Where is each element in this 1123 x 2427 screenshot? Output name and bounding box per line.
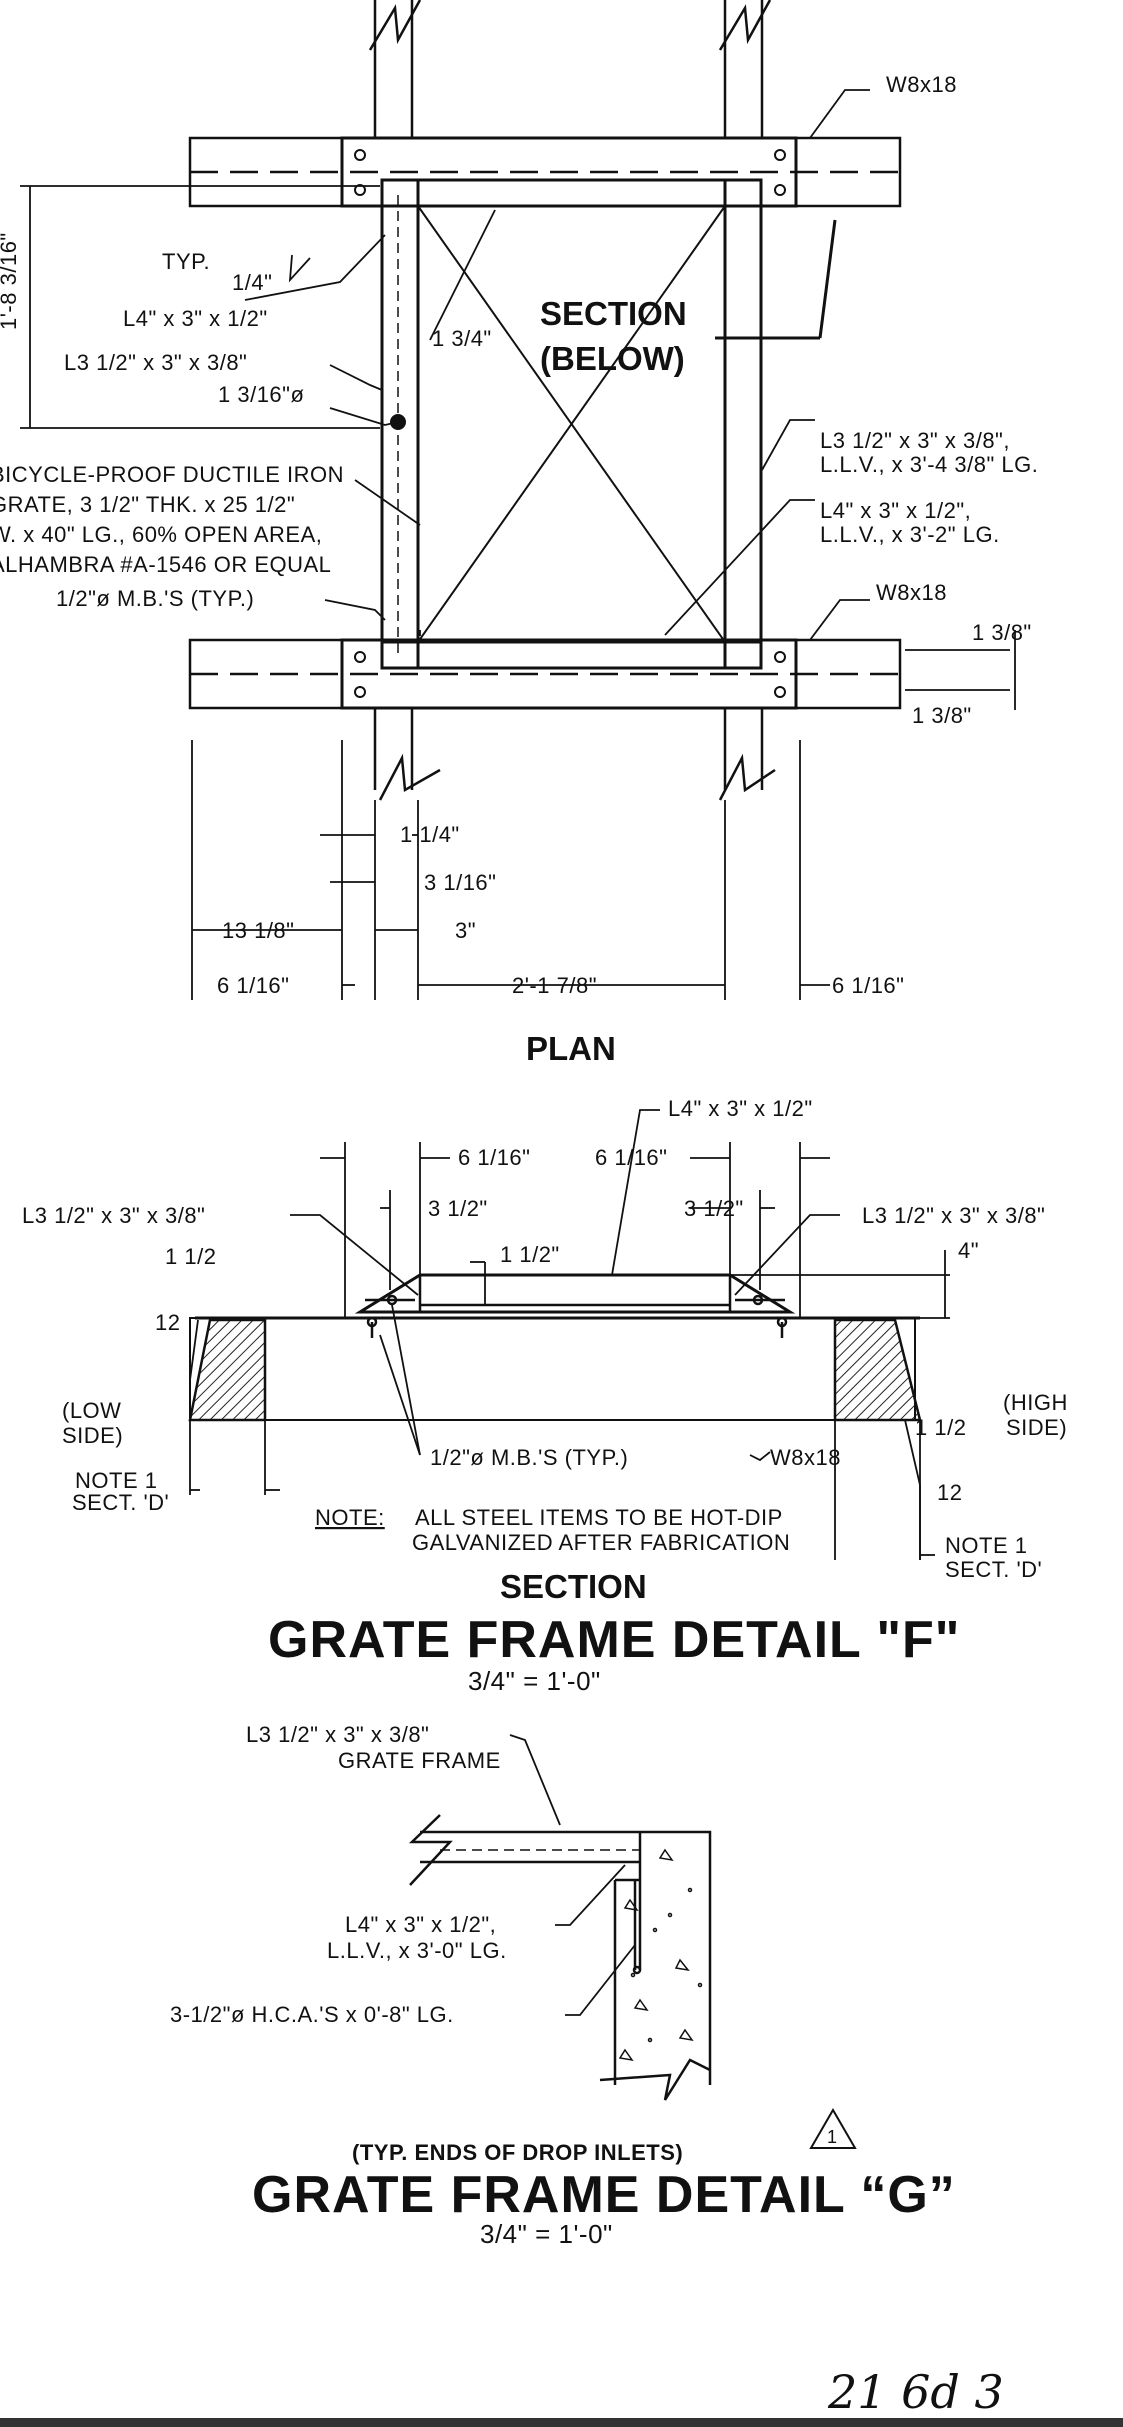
section-beam [195,1316,920,1421]
detail-g-wall [599,1830,712,2101]
dim-3-1-16-label: 3 1/16" [424,870,496,895]
hole-label: 1 3/16"ø [218,382,304,407]
sheet-border [0,2418,1123,2427]
note-label: NOTE: [315,1505,385,1530]
plan-title: PLAN [526,1030,616,1067]
high-side-line2: SIDE) [1006,1415,1067,1440]
detail-g-title: GRATE FRAME DETAIL “G” [252,2166,956,2224]
section-view [188,1109,950,1560]
section-dim-6-1-16-b: 6 1/16" [595,1145,667,1170]
section-bolts-label: 1/2"ø M.B.'S (TYP.) [430,1445,628,1470]
note1-right-line2: SECT. 'D' [945,1557,1042,1582]
slope-left-rise: 1 1/2 [165,1244,216,1269]
section-dim-6-1-16-a: 6 1/16" [458,1145,530,1170]
vertical-members [368,0,776,801]
grate-note-line4: ALHAMBRA #A-1546 OR EQUAL [0,552,331,577]
section-angle-left-label: L3 1/2" x 3" x 3/8" [22,1203,205,1228]
detail-g-typ-note: (TYP. ENDS OF DROP INLETS) [352,2140,683,2165]
side-angle-2-line1: L4" x 3" x 1/2", [820,498,971,523]
revision-triangle [809,2108,857,2149]
section-angle-top-label: L4" x 3" x 1/2" [668,1096,813,1121]
dim-1-3-8-b-label: 1 3/8" [912,703,972,728]
plan-leaders [244,89,870,641]
section-marker-line1: SECTION [540,295,687,332]
dim-1-3-4-label: 1 3/4" [432,326,492,351]
section-dimensions [189,1142,950,1560]
dim-13-1-8-label: 13 1/8" [222,918,294,943]
detail-f-title: GRATE FRAME DETAIL "F" [268,1611,960,1669]
plan-dimensions [20,185,1016,1000]
detail-g-frame-line1: L3 1/2" x 3" x 3/8" [246,1722,429,1747]
height-dim-label: 1'-8 3/16" [0,232,21,330]
typ-label: TYP. [162,249,210,274]
detail-g-frame-line2: GRATE FRAME [338,1748,501,1773]
note1-left-line1: NOTE 1 [75,1468,157,1493]
dim-6-1-16-left-label: 6 1/16" [217,973,289,998]
concrete-walls [188,1317,922,1422]
low-side-line2: SIDE) [62,1423,123,1448]
grate-note-line1: BICYCLE-PROOF DUCTILE IRON [0,462,344,487]
weld-label: 1/4" [232,270,272,295]
dim-1-3-8-a-label: 1 3/8" [972,620,1032,645]
side-angle-2-line2: L.L.V., x 3'-2" LG. [820,522,1000,547]
detail-g-frame [408,1814,642,1975]
section-frame [354,1273,796,1338]
detail-f-scale: 3/4" = 1'-0" [468,1666,601,1696]
revision-number: 1 [827,2127,838,2147]
note-line2: GALVANIZED AFTER FABRICATION [412,1530,790,1555]
section-dim-3-1-2-b: 3 1/2" [684,1196,744,1221]
note1-left-line2: SECT. 'D' [72,1490,169,1515]
detail-g-view [408,1734,857,2149]
detail-g-angle-line2: L.L.V., x 3'-0" LG. [327,1938,507,1963]
bolt-holes [354,149,786,698]
slope-right-rise: 1 1/2 [915,1415,966,1440]
dim-span-label: 2'-1 7/8" [512,973,597,998]
handwritten-sheet-number: 21 6d 3 [827,2365,1004,2419]
slope-right-run: 12 [937,1480,962,1505]
section-angle-right-label: L3 1/2" x 3" x 3/8" [862,1203,1045,1228]
section-cut-marker [715,219,837,340]
section-dim-4: 4" [958,1238,979,1263]
section-dim-3-1-2-a: 3 1/2" [428,1196,488,1221]
section-marker-line2: (BELOW) [540,340,685,377]
note-line1: ALL STEEL ITEMS TO BE HOT-DIP [415,1505,783,1530]
plan-bolts-label: 1/2"ø M.B.'S (TYP.) [56,586,254,611]
beam-top-label: W8x18 [886,72,957,97]
detail-g-scale: 3/4" = 1'-0" [480,2219,613,2249]
section-leaders [290,1109,840,1462]
note1-right-line1: NOTE 1 [945,1533,1027,1558]
low-side-line1: (LOW [62,1398,121,1423]
side-angle-1-line1: L3 1/2" x 3" x 3/8", [820,428,1010,453]
angle-small-label: L3 1/2" x 3" x 3/8" [64,350,247,375]
section-dim-1-1-2: 1 1/2" [500,1242,560,1267]
section-beam-label: W8x18 [770,1445,841,1470]
grate-frame [380,178,763,670]
detail-g-anchors: 3-1/2"ø H.C.A.'S x 0'-8" LG. [170,2002,454,2027]
detail-g-angle-line1: L4" x 3" x 1/2", [345,1912,496,1937]
grate-note-line2: GRATE, 3 1/2" THK. x 25 1/2" [0,492,295,517]
grate-note-line3: W. x 40" LG., 60% OPEN AREA, [0,522,322,547]
dim-3-label: 3" [455,918,476,943]
dim-6-1-16-right-label: 6 1/16" [832,973,904,998]
dim-1-1-4-label: 1 1/4" [400,822,460,847]
high-side-line1: (HIGH [1003,1390,1068,1415]
angle-top-label: L4" x 3" x 1/2" [123,306,268,331]
side-angle-1-line2: L.L.V., x 3'-4 3/8" LG. [820,452,1038,477]
top-beam [188,136,902,208]
detail-g-leaders [509,1734,636,2016]
slope-left-run: 12 [155,1310,180,1335]
section-title: SECTION [500,1568,647,1605]
bottom-beam [188,638,902,710]
beam-bottom-label: W8x18 [876,580,947,605]
plan-view [20,0,1016,1000]
